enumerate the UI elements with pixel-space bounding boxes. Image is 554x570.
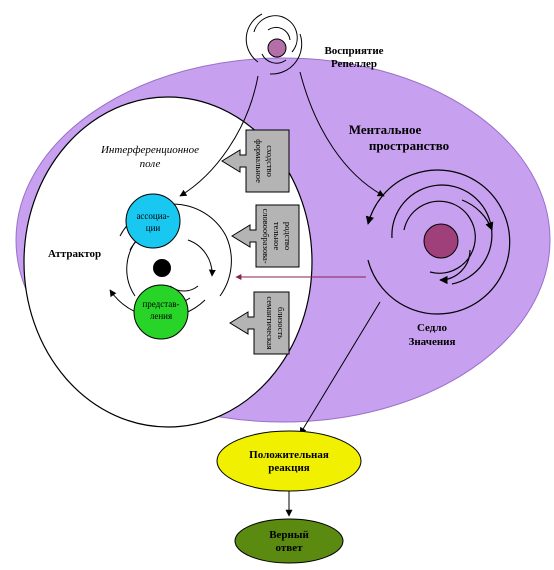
interference-label-1: Интерференционное xyxy=(100,144,199,156)
representations-label-1: представ- xyxy=(142,299,179,309)
saddle-label-1: Седло xyxy=(417,322,448,334)
input-label-formal-1: формальное xyxy=(254,139,264,183)
interference-label-2: поле xyxy=(140,158,161,170)
representations-node: представ- ления xyxy=(133,284,189,340)
correct-answer-label-1: Верный xyxy=(269,529,309,541)
associations-label-2: ции xyxy=(146,223,161,233)
input-arrow-formal-similarity: формальное сходство xyxy=(221,129,290,193)
perception-label-1: Восприятие xyxy=(324,45,383,57)
associations-label-1: ассоциа- xyxy=(136,211,169,221)
input-arrow-derivational-relation: словообразова- тельное родство xyxy=(231,204,300,268)
positive-reaction-label-2: реакция xyxy=(268,462,310,474)
input-label-derivational-1: словообразова- xyxy=(261,208,271,263)
attractor-label: Аттрактор xyxy=(48,248,101,260)
positive-reaction-node: Положительная реакция xyxy=(216,430,362,492)
repeller-spiral xyxy=(245,13,303,75)
attractor-core xyxy=(153,259,171,277)
input-label-semantic-2: близость xyxy=(276,307,286,339)
mental-space-label-2: пространство xyxy=(369,138,449,153)
perception-label-2: Репеллер xyxy=(331,58,377,70)
positive-reaction-label-1: Положительная xyxy=(249,449,329,461)
saddle-spiral xyxy=(365,169,511,315)
correct-answer-node: Верный ответ xyxy=(234,518,344,564)
mental-space-label-1: Ментальное xyxy=(349,122,422,137)
input-arrow-semantic-proximity: семантическая близость xyxy=(229,291,290,355)
representations-label-2: ления xyxy=(150,311,172,321)
arrow-saddle-to-reaction xyxy=(299,301,381,435)
input-label-derivational-2: тельное xyxy=(272,222,282,251)
input-label-semantic-1: семантическая xyxy=(265,296,275,349)
repeller-core xyxy=(267,38,287,58)
saddle-label-2: Значения xyxy=(409,336,456,348)
associations-node: ассоциа- ции xyxy=(125,193,181,249)
saddle-core xyxy=(423,223,459,259)
arrow-repeller-to-attractor xyxy=(179,75,259,197)
input-label-derivational-3: родство xyxy=(283,222,293,250)
arrow-repeller-to-saddle xyxy=(299,71,385,197)
input-label-formal-2: сходство xyxy=(265,145,275,177)
correct-answer-label-2: ответ xyxy=(276,542,304,554)
